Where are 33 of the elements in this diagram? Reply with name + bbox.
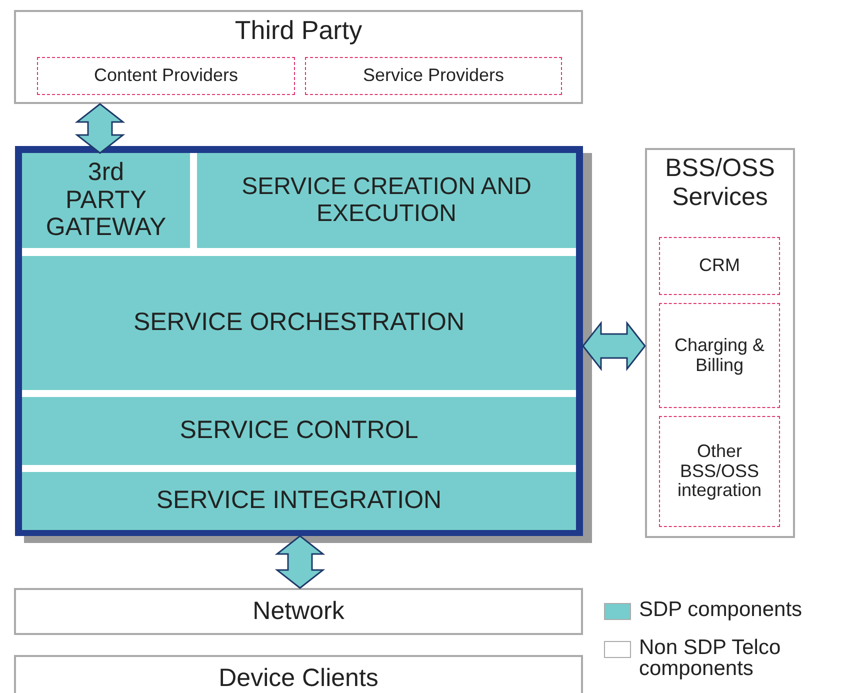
double-arrow [274, 535, 326, 589]
component-box [659, 416, 780, 527]
legend-label: SDP components [639, 599, 804, 620]
layer-box [14, 655, 583, 693]
component-label: Network [252, 598, 344, 626]
layer-label: SERVICE CONTROL [180, 417, 418, 445]
legend-label: Non SDP Telco components [639, 637, 782, 679]
component-label: Device Clients [218, 665, 378, 693]
layer-label: SERVICE INTEGRATION [156, 487, 442, 515]
component-label: Service Providers [362, 66, 504, 86]
double-arrow [74, 103, 126, 154]
third-party-box [14, 10, 583, 104]
component-box [305, 57, 562, 95]
double-arrow [582, 320, 646, 372]
layer-label: 3rd PARTY GATEWAY [44, 159, 168, 242]
component-box [37, 57, 295, 95]
component-label: Content Providers [94, 66, 238, 86]
layer-box [22, 397, 576, 465]
layer-box [14, 588, 583, 635]
component-box [659, 303, 780, 408]
layer-box [22, 472, 576, 530]
component-box [659, 237, 780, 295]
panel-heading: Third Party [234, 16, 364, 46]
layer-box [197, 153, 576, 248]
component-label: Charging & Billing [673, 336, 766, 376]
layer-label: SERVICE ORCHESTRATION [133, 309, 465, 337]
component-label: CRM [699, 256, 740, 276]
bss-oss-panel [645, 148, 795, 538]
layer-box [22, 256, 576, 390]
layer-label: SERVICE CREATION AND EXECUTION [240, 174, 532, 227]
panel-heading: BSS/OSS Services [664, 154, 776, 212]
layer-box [22, 153, 190, 248]
component-label: Other BSS/OSS integration [676, 442, 763, 502]
